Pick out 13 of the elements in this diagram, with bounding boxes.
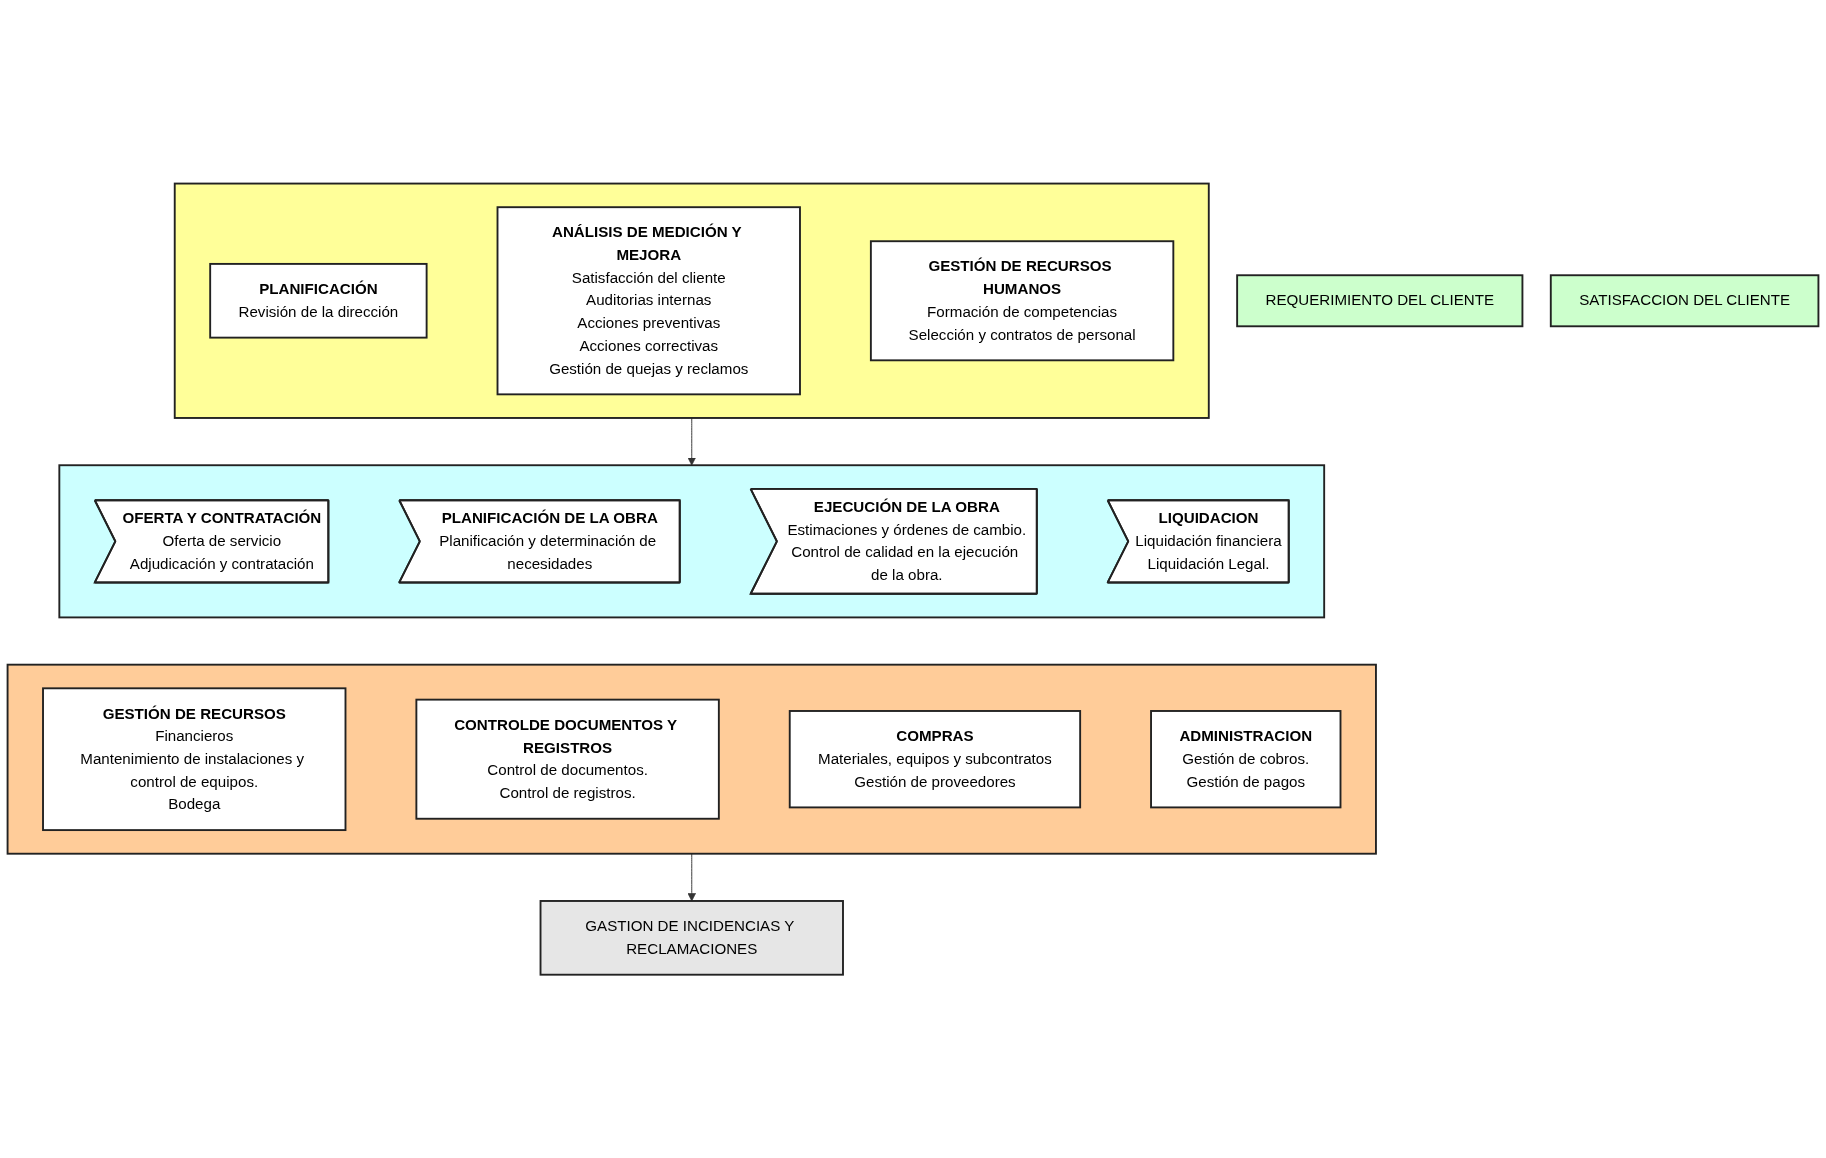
cluster	[58, 464, 1326, 619]
node-box: REQUERIMIENTO DEL CLIENTE	[1236, 274, 1524, 328]
cluster	[6, 663, 1377, 855]
cluster	[173, 182, 1210, 419]
node-box: PLANIFICACIÓN Revisión de la dirección	[209, 262, 428, 339]
node-box: ANÁLISIS DE MEDICIÓN Y MEJORA Satisfacción del cliente Auditorias internas Acciones preventivas Acciones correctivas Gestión de quejas y reclamos	[496, 206, 801, 396]
node-box: GESTIÓN DE RECURSOS HUMANOS Formación de competencias Selección y contratos de personal	[869, 240, 1175, 362]
node-box: CONTROLDE DOCUMENTOS Y REGISTROS Control de documentos. Control de registros.	[415, 698, 720, 820]
node-box: ADMINISTRACION Gestión de cobros. Gestión de pagos	[1150, 709, 1342, 809]
node-box: SATISFACCION DEL CLIENTE	[1549, 274, 1820, 328]
node-box: GESTIÓN DE RECURSOS Financieros Mantenimiento de instalaciones y control de equipos. Bodega	[42, 687, 347, 831]
node-box: COMPRAS Materiales, equipos y subcontratos Gestión de proveedores	[788, 709, 1082, 809]
node-box: GASTION DE INCIDENCIAS Y RECLAMACIONES	[539, 899, 844, 976]
